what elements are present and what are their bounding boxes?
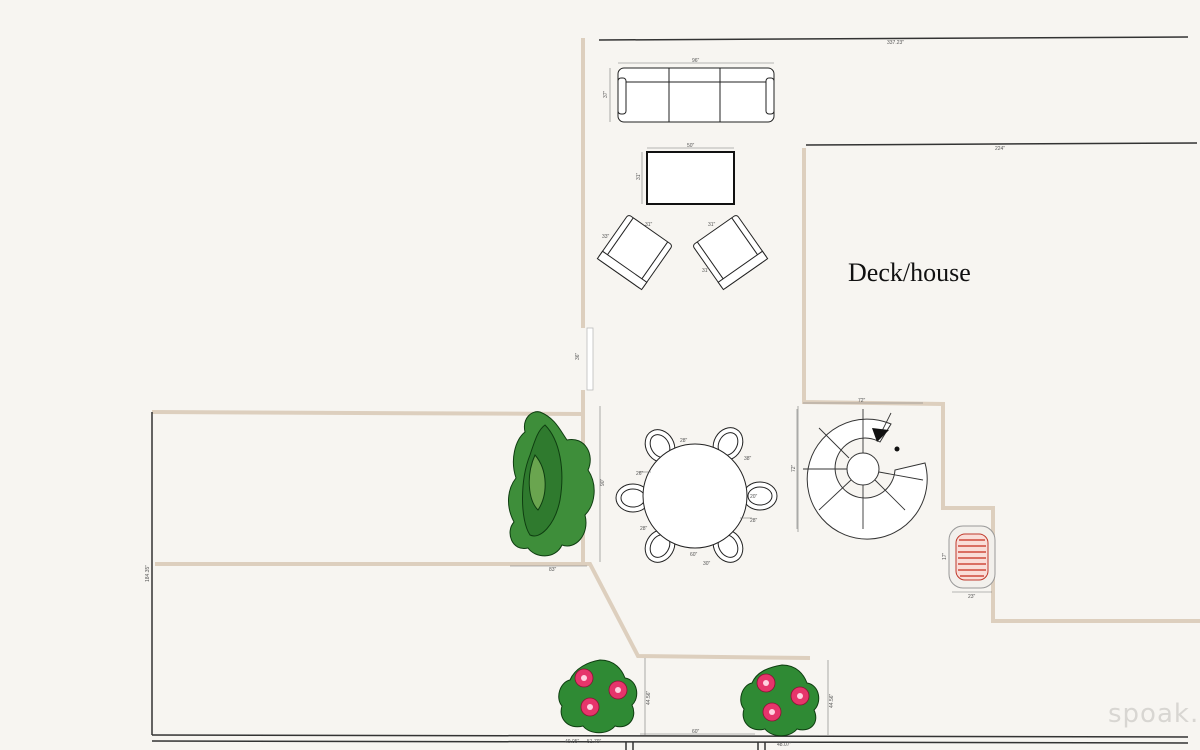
wall-yard-middle xyxy=(155,562,811,660)
chair-left-w-dim: 31" xyxy=(645,222,653,228)
dining-g-dim: 28" xyxy=(640,526,648,532)
armchair-right xyxy=(693,215,769,291)
dining-chair xyxy=(615,483,651,513)
wall-house-left xyxy=(802,148,1200,623)
grill xyxy=(948,525,996,589)
house-top-dim: 224" xyxy=(995,146,1005,152)
dining-c-dim: 38" xyxy=(744,456,752,462)
sofa-width-dim: 96" xyxy=(692,58,700,64)
chair-right-d-dim: 31" xyxy=(702,268,710,274)
sofa-depth-dim: 37" xyxy=(603,90,609,98)
dining-set xyxy=(615,427,778,563)
bottom-c-dim: 60" xyxy=(692,729,700,735)
flower-bush-right xyxy=(740,664,820,737)
dining-side-dim: 90" xyxy=(600,478,606,486)
table-depth-dim: 31" xyxy=(636,172,642,180)
top-wall-dim: 337.23" xyxy=(887,40,904,46)
grill-w-dim: 23" xyxy=(968,594,976,600)
dining-b-dim: 28" xyxy=(680,438,688,444)
walls xyxy=(151,38,1200,660)
spiral-staircase xyxy=(803,409,928,540)
dining-f-dim: 30" xyxy=(703,561,711,567)
watermark: spoak. xyxy=(1108,699,1199,729)
dining-h-dim: 28" xyxy=(750,518,758,524)
table-width-dim: 50" xyxy=(687,143,695,149)
dining-table xyxy=(642,443,748,549)
chair-left-d-dim: 33" xyxy=(602,234,610,240)
stair-w-dim: 72" xyxy=(858,398,866,404)
bottom-d-dim: 48.07" xyxy=(777,742,792,748)
grill-h-dim: 17" xyxy=(942,552,948,560)
chair-right-w-dim: 31" xyxy=(708,222,716,228)
planter-a-dim: 44.56" xyxy=(646,690,652,705)
armchair-left xyxy=(596,215,672,291)
bottom-b-dim: 51.79" xyxy=(587,739,602,745)
dining-e-dim: 60" xyxy=(690,552,698,558)
bottom-a-dim: 49.05" xyxy=(565,739,580,745)
yard-step-dim: 83" xyxy=(549,567,557,573)
flower-bush-left xyxy=(558,659,638,734)
dining-d-dim: 20" xyxy=(750,494,758,500)
wall-yard-top xyxy=(151,410,584,416)
dining-chair xyxy=(742,481,778,511)
yard-side-dim: 184.35" xyxy=(145,565,151,582)
stair-h-dim: 72" xyxy=(791,464,797,472)
shrub xyxy=(508,411,595,557)
sofa xyxy=(617,67,775,123)
property-lines xyxy=(151,36,1198,750)
gate xyxy=(586,327,594,391)
dining-a-dim: 26" xyxy=(636,471,644,477)
gate-dim: 36" xyxy=(575,352,581,360)
planter-b-dim: 44.56" xyxy=(829,693,835,708)
room-label: Deck/house xyxy=(848,258,971,287)
coffee-table xyxy=(646,151,735,205)
